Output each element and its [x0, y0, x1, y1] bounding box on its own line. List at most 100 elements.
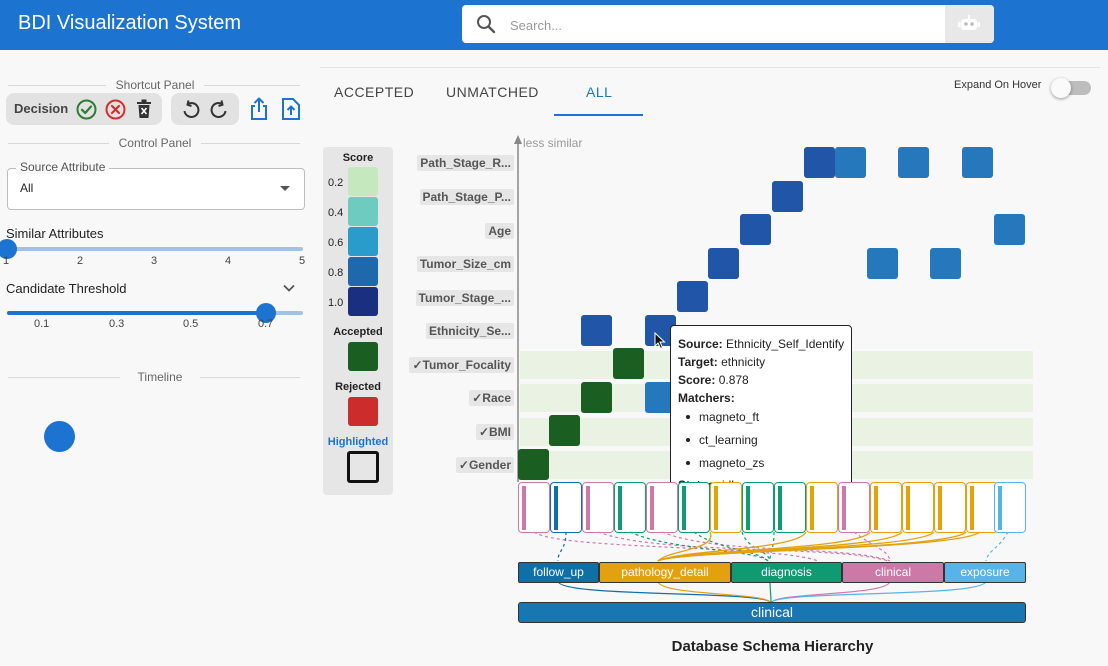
schema-bar — [970, 486, 974, 530]
schema-bar — [998, 486, 1002, 530]
heatmap-cell[interactable] — [708, 248, 739, 279]
schema-bar — [522, 486, 526, 530]
schema-card[interactable] — [678, 482, 710, 533]
similar-attributes-track[interactable] — [7, 247, 303, 251]
row-label[interactable]: ✓Tumor_Focality — [409, 357, 514, 373]
schema-card[interactable] — [994, 482, 1026, 533]
source-attribute-select[interactable]: Source Attribute All — [7, 160, 305, 210]
heatmap-cell[interactable] — [581, 315, 612, 346]
schema-category[interactable]: exposure — [944, 562, 1026, 583]
heatmap-cell[interactable] — [835, 147, 866, 178]
undo-icon[interactable] — [181, 99, 201, 119]
expand-on-hover-thumb[interactable] — [1051, 78, 1071, 98]
chevron-down-icon[interactable] — [283, 284, 295, 292]
heatmap-cell[interactable] — [549, 415, 580, 446]
heatmap-cell[interactable] — [994, 214, 1025, 245]
control-panel-title: Control Panel — [109, 136, 201, 150]
accept-icon[interactable] — [76, 99, 97, 120]
legend-score-value: 1.0 — [328, 297, 344, 309]
schema-card[interactable] — [934, 482, 966, 533]
similar-attributes-thumb[interactable] — [0, 239, 17, 259]
legend-score-title: Score — [342, 152, 374, 164]
legend-swatch — [348, 257, 378, 286]
schema-card[interactable] — [966, 482, 998, 533]
tooltip-value: Ethnicity_Self_Identify — [726, 337, 845, 351]
row-label[interactable]: ✓BMI — [475, 424, 514, 440]
schema-card[interactable] — [838, 482, 870, 533]
row-label[interactable]: ✓Race — [469, 390, 514, 406]
heatmap-cell[interactable] — [518, 449, 549, 480]
schema-card[interactable] — [614, 482, 646, 533]
schema-category[interactable]: pathology_detail — [599, 562, 731, 583]
tooltip-value: 0.878 — [718, 373, 749, 387]
legend-swatch — [348, 287, 378, 316]
legend-swatch — [348, 167, 378, 196]
row-label[interactable]: Tumor_Size_cm — [416, 256, 514, 272]
legend-accepted-swatch — [348, 342, 378, 371]
schema-links — [533, 531, 1009, 604]
schema-card[interactable] — [710, 482, 742, 533]
legend-swatch — [348, 227, 378, 256]
heatmap-cell[interactable] — [677, 281, 708, 312]
delete-icon[interactable] — [136, 99, 152, 119]
schema-card[interactable] — [646, 482, 678, 533]
schema-card[interactable] — [742, 482, 774, 533]
candidate-threshold-fill — [7, 311, 266, 315]
heatmap-cell[interactable] — [772, 181, 803, 212]
heatmap-cell[interactable] — [740, 214, 771, 245]
schema-card[interactable] — [806, 482, 838, 533]
export-icon[interactable] — [249, 97, 269, 121]
axis-label: less similar — [523, 136, 583, 150]
schema-card[interactable] — [902, 482, 934, 533]
search-input[interactable] — [508, 14, 932, 36]
candidate-threshold-thumb[interactable] — [256, 303, 276, 323]
heatmap-cell[interactable] — [930, 248, 961, 279]
tooltip-key: Target: — [678, 355, 718, 369]
shortcut-panel-title: Shortcut Panel — [106, 78, 204, 92]
schema-card[interactable] — [582, 482, 614, 533]
row-label[interactable]: Path_Stage_R... — [417, 155, 514, 171]
heatmap-cell[interactable] — [898, 147, 929, 178]
timeline-title: Timeline — [120, 370, 200, 384]
schema-category[interactable]: diagnosis — [731, 562, 842, 583]
tick-label: 5 — [299, 255, 306, 267]
upload-file-icon[interactable] — [281, 97, 301, 121]
schema-card[interactable] — [870, 482, 902, 533]
reject-icon[interactable] — [105, 99, 126, 120]
schema-category[interactable]: follow_up — [518, 562, 599, 583]
assistant-button[interactable] — [945, 5, 994, 43]
candidate-threshold-label: Candidate Threshold — [6, 281, 127, 296]
heatmap-cell[interactable] — [613, 348, 644, 379]
timeline-node[interactable] — [44, 421, 75, 452]
tab-unmatched[interactable]: UNMATCHED — [446, 84, 539, 100]
schema-card[interactable] — [550, 482, 582, 533]
row-label[interactable]: ✓Gender — [455, 457, 514, 473]
legend-score-value: 0.6 — [328, 237, 344, 249]
row-label[interactable]: Path_Stage_P... — [419, 189, 514, 205]
divider — [320, 67, 1100, 68]
tab-accepted[interactable]: ACCEPTED — [334, 84, 415, 100]
active-tab-indicator — [554, 114, 643, 116]
tick-label: 0.1 — [34, 318, 50, 330]
schema-bar — [682, 486, 686, 530]
tooltip-key: Score: — [678, 373, 716, 387]
heatmap-cell[interactable] — [867, 248, 898, 279]
legend-score-value: 0.2 — [328, 177, 344, 189]
row-label[interactable]: Age — [485, 223, 514, 239]
similarity-axis — [514, 135, 522, 482]
schema-card[interactable] — [774, 482, 806, 533]
schema-card[interactable] — [518, 482, 550, 533]
schema-root[interactable]: clinical — [518, 602, 1026, 623]
schema-bar — [650, 486, 654, 530]
row-label[interactable]: Tumor_Stage_... — [415, 290, 514, 306]
search-box[interactable] — [462, 5, 994, 43]
tooltip-key: Matchers: — [678, 391, 735, 405]
app-title: BDI Visualization System — [18, 12, 242, 34]
schema-category[interactable]: clinical — [842, 562, 944, 583]
row-label[interactable]: Ethnicity_Se... — [425, 323, 514, 339]
redo-icon[interactable] — [209, 99, 229, 119]
heatmap-cell[interactable] — [581, 382, 612, 413]
tab-all[interactable]: ALL — [586, 84, 613, 100]
heatmap-cell[interactable] — [962, 147, 993, 178]
heatmap-cell[interactable] — [804, 147, 835, 178]
